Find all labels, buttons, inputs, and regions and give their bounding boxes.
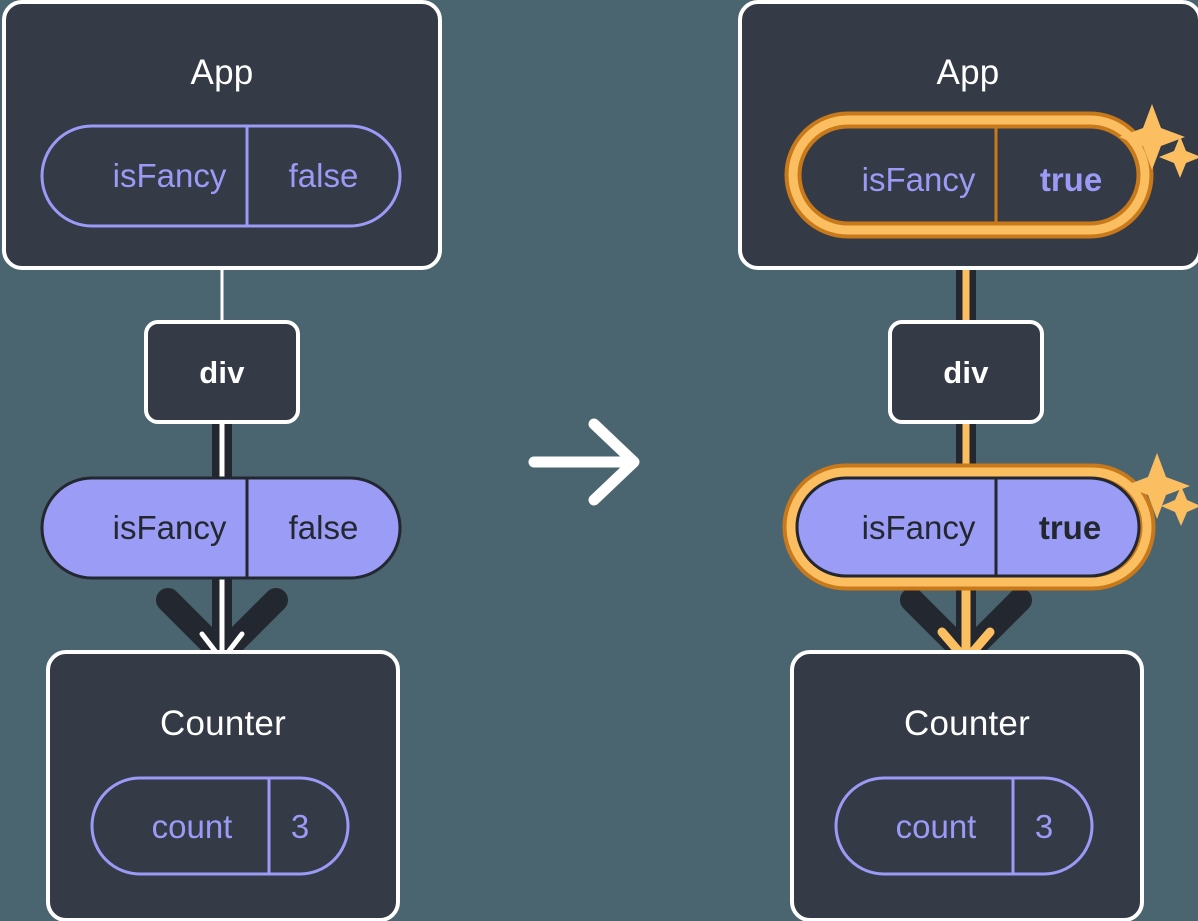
node-app-state-key-before: isFancy [112, 157, 227, 194]
node-app-state-key-after: isFancy [861, 161, 976, 198]
node-prop-key-before: isFancy [112, 509, 227, 546]
node-counter-label-after: Counter [904, 704, 1030, 743]
sparkle-prop-icon [1124, 453, 1198, 526]
panel-after [738, 0, 1198, 921]
node-counter-box-before [46, 650, 400, 921]
node-app-state-value-after: true [1039, 161, 1103, 198]
node-app-box-before [2, 0, 442, 270]
node-counter-state-key-after: count [895, 808, 977, 845]
panel-before [2, 0, 442, 921]
node-prop-pill-before [40, 476, 402, 580]
right-arrow-icon [528, 418, 640, 506]
node-prop-pill-after [795, 476, 1141, 578]
node-div-label-after: div [943, 355, 989, 390]
node-prop-highlight-inner-after [786, 467, 1152, 587]
node-counter-state-value-after: 3 [1034, 808, 1054, 845]
node-counter-box-after [790, 650, 1144, 921]
node-app-label-before: App [190, 53, 254, 92]
node-counter-state-value-before: 3 [290, 808, 310, 845]
node-prop-value-after: true [1038, 509, 1102, 546]
node-prop-key-after: isFancy [861, 509, 976, 546]
sparkle-app-state-icon [1119, 104, 1198, 178]
node-counter-state-pill-after [834, 776, 1094, 876]
node-div-box-before [144, 320, 300, 424]
node-div-box-after [888, 320, 1044, 424]
node-counter-state-pill-before [90, 776, 350, 876]
node-app-state-value-before: false [288, 157, 359, 194]
node-counter-label-before: Counter [160, 704, 286, 743]
node-app-box-after [738, 0, 1198, 270]
node-app-state-pill-before [40, 124, 402, 228]
node-counter-state-key-before: count [151, 808, 233, 845]
node-div-label-before: div [199, 355, 245, 390]
node-prop-value-before: false [288, 509, 359, 546]
node-app-label-after: App [936, 53, 1000, 92]
